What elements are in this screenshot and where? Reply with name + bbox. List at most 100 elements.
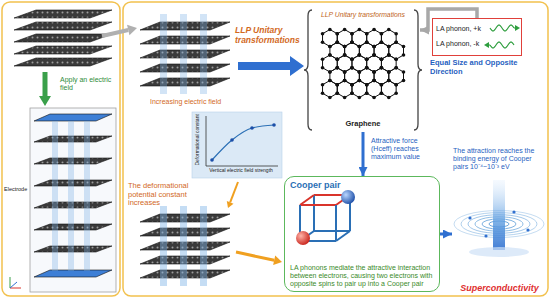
carbon-atom xyxy=(328,70,332,74)
panel-frame xyxy=(123,2,548,296)
arrow-shaft xyxy=(236,252,274,260)
chart-curve xyxy=(212,125,274,160)
carbon-atom xyxy=(328,45,332,49)
brace xyxy=(304,10,312,130)
illustration-shape xyxy=(10,288,21,289)
carbon-atom xyxy=(358,70,362,74)
carbon-atom xyxy=(380,57,384,61)
carbon-atom xyxy=(372,79,376,83)
carbon-atom xyxy=(372,53,376,57)
carbon-atom xyxy=(365,66,369,70)
carbon-atom xyxy=(380,83,384,87)
carbon-atom xyxy=(350,83,354,87)
carbon-atom xyxy=(365,83,369,87)
bracket-group: LLP Unitary transformationsGraphene xyxy=(306,8,420,132)
text-slot: Equal Size and Opposite Direction xyxy=(430,59,546,76)
illustration-shape xyxy=(210,158,214,162)
label-holder: Apply an electric field xyxy=(60,76,116,92)
field-beam xyxy=(180,14,187,94)
label-holder: Vertical electric field strength xyxy=(201,168,281,174)
carbon-atom xyxy=(365,40,369,44)
carbon-atom xyxy=(402,45,406,49)
carbon-atom xyxy=(358,96,362,100)
carbon-atom xyxy=(372,79,376,83)
label-holder: The deformational potential constant inc… xyxy=(128,182,200,208)
carbon-atom xyxy=(365,83,369,87)
label-text: Electrode xyxy=(4,186,30,192)
text-slot: The attraction reaches the binding energ… xyxy=(453,147,546,171)
carbon-atom xyxy=(321,40,325,44)
carbon-atom xyxy=(358,45,362,49)
carbon-atom xyxy=(380,32,384,36)
carbon-atom xyxy=(358,70,362,74)
phonon-box: LA phonon, +kLA phonon, -kEqual Size and… xyxy=(432,18,522,56)
carbon-atom xyxy=(350,91,354,95)
carbon-atom xyxy=(387,70,391,74)
particle-dot xyxy=(512,210,515,213)
carbon-atom xyxy=(335,66,339,70)
electron-sphere xyxy=(341,190,355,204)
arrow-head xyxy=(39,96,51,106)
carbon-atom xyxy=(335,83,339,87)
field-beam xyxy=(200,206,207,286)
carbon-atom xyxy=(387,79,391,83)
carbon-atom xyxy=(358,53,362,57)
carbon-atom xyxy=(350,57,354,61)
text-slot: LA phonon, +k xyxy=(436,25,481,33)
illustration-shape xyxy=(206,166,278,167)
carbon-atom xyxy=(350,57,354,61)
carbon-atom xyxy=(350,40,354,44)
text-slot: LA phonons mediate the attractive intera… xyxy=(290,264,434,288)
field-beam xyxy=(180,206,187,286)
carbon-atom xyxy=(343,96,347,100)
graphene-hexagon xyxy=(337,81,352,98)
carbon-atom xyxy=(365,57,369,61)
cube-edge xyxy=(336,231,350,241)
carbon-atom xyxy=(321,91,325,95)
carbon-atom xyxy=(343,45,347,49)
label-text: Vertical electric field strength xyxy=(201,168,281,174)
carbon-atom xyxy=(380,66,384,70)
carbon-atom xyxy=(394,66,398,70)
text-slot: LA phonon, -k xyxy=(436,40,479,48)
label-text: Increasing electric field xyxy=(150,98,250,106)
carbon-atom xyxy=(343,53,347,57)
label-holder: Electrode xyxy=(4,186,30,192)
carbon-atom xyxy=(365,91,369,95)
node-text: The attraction reaches the binding energ… xyxy=(453,147,546,171)
carbon-atom xyxy=(350,40,354,44)
carbon-atom xyxy=(343,45,347,49)
carbon-atom xyxy=(350,40,354,44)
electrode-frame xyxy=(30,108,116,292)
edge-label: Attractive force (Hceff) reaches maximum… xyxy=(370,136,440,162)
carbon-atom xyxy=(380,57,384,61)
illustration-shape xyxy=(10,282,17,288)
carbon-atom xyxy=(387,70,391,74)
arrow-shaft xyxy=(489,44,490,45)
panel-frame xyxy=(2,2,120,296)
field-beam xyxy=(52,121,58,271)
graphene-sheet xyxy=(14,46,112,54)
carbon-atom xyxy=(321,66,325,70)
carbon-atom xyxy=(372,45,376,49)
carbon-atom xyxy=(387,79,391,83)
carbon-atom xyxy=(402,53,406,57)
carbon-atom xyxy=(394,66,398,70)
graphene-hexagon xyxy=(381,81,396,98)
graphene-hexagon xyxy=(367,81,382,98)
carbon-atom xyxy=(321,32,325,36)
carbon-atom xyxy=(328,28,332,32)
carbon-atom xyxy=(335,57,339,61)
label-text: LLP Unitary transformations xyxy=(235,26,305,46)
particle-dot xyxy=(484,234,487,237)
carbon-atom xyxy=(387,53,391,57)
carbon-atom xyxy=(394,83,398,87)
label-holder: LLP Unitary transformations xyxy=(235,26,305,46)
label-text: The deformational potential constant inc… xyxy=(128,182,200,208)
carbon-atom xyxy=(358,70,362,74)
carbon-atom xyxy=(365,57,369,61)
flow-arrow xyxy=(440,233,452,236)
base-glow xyxy=(469,247,529,257)
carbon-atom xyxy=(365,32,369,36)
carbon-atom xyxy=(372,96,376,100)
